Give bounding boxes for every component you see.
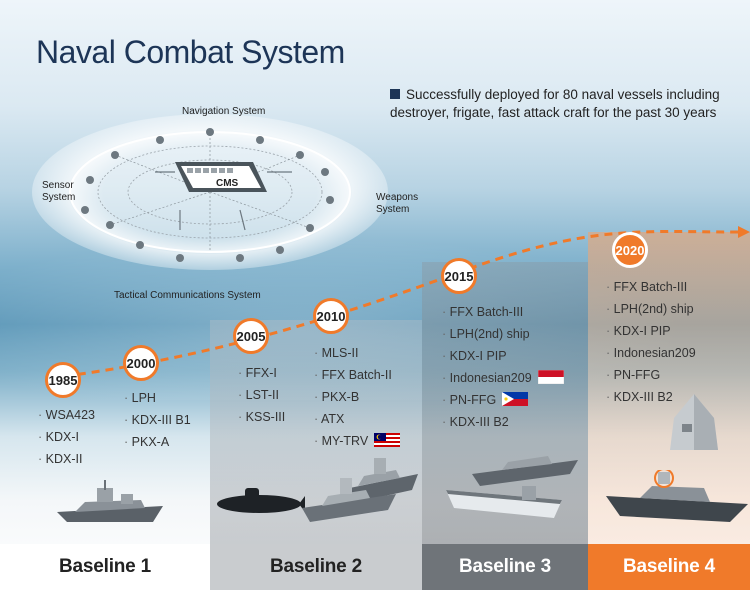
list-item: LPH <box>124 387 191 409</box>
tagline: Successfully deployed for 80 naval vesse… <box>390 86 740 122</box>
list-item: PN-FFG <box>442 389 564 411</box>
list-item: KDX-I <box>38 426 95 448</box>
list-item: PN-FFG <box>606 364 696 386</box>
navigation-system-label: Navigation System <box>182 106 266 117</box>
list-item: LST-II <box>238 384 285 406</box>
list-item: LPH(2nd) ship <box>606 298 696 320</box>
submarine-icon <box>217 488 305 513</box>
vessel-list-1985: WSA423 KDX-I KDX-II <box>38 404 95 470</box>
list-item: KDX-III B1 <box>124 409 191 431</box>
list-item: KSS-III <box>238 406 286 428</box>
list-item: FFX Batch-III <box>442 301 564 323</box>
list-item: KDX-I PIP <box>606 320 696 342</box>
list-item: Indonesian209 <box>606 342 696 364</box>
list-item: MY-TRV <box>314 430 401 452</box>
combat-system-ring: CMS <box>32 114 388 270</box>
list-item: KDX-III B2 <box>606 386 696 408</box>
list-item: MLS-II <box>314 342 400 364</box>
year-marker-2010: 2010 <box>313 298 349 334</box>
trend-arrow-icon <box>738 226 750 238</box>
list-item: PKX-B <box>314 386 400 408</box>
year-marker-1985: 1985 <box>45 362 81 398</box>
vessel-list-2000: LPH KDX-III B1 PKX-A <box>124 387 191 453</box>
landing-ship-icon <box>446 456 578 518</box>
list-item: LPH(2nd) ship <box>442 323 564 345</box>
vessel-list-2010: MLS-II FFX Batch-II PKX-B ATX MY-TRV <box>314 342 401 452</box>
philippines-flag-icon <box>502 392 529 406</box>
combat-system-diagram: CMS Navigation System Sensor System Weap… <box>30 100 430 310</box>
list-item: KDX-I PIP <box>442 345 564 367</box>
tactical-communications-label: Tactical Communications System <box>114 290 261 301</box>
year-marker-2020: 2020 <box>612 232 648 268</box>
indonesia-flag-icon <box>537 370 564 384</box>
tagline-text: Successfully deployed for 80 naval vesse… <box>390 87 720 120</box>
list-item: WSA423 <box>38 404 95 426</box>
year-marker-2000: 2000 <box>123 345 159 381</box>
vessel-list-2015: FFX Batch-III LPH(2nd) ship KDX-I PIP In… <box>442 301 564 433</box>
weapons-system-label: Weapons System <box>376 192 419 215</box>
sensor-system-label: Sensor System <box>42 180 76 203</box>
list-item: KDX-II <box>38 448 95 470</box>
destroyer-ship-icon <box>57 480 163 522</box>
vessel-list-2005: FFX-I LST-II KSS-III <box>238 362 286 428</box>
list-item: ATX <box>314 408 400 430</box>
list-item: KDX-III B2 <box>442 411 564 433</box>
year-marker-2015: 2015 <box>441 258 477 294</box>
baseline-2-label: Baseline 2 <box>210 544 422 590</box>
baseline-3-label: Baseline 3 <box>422 544 588 590</box>
future-destroyer-icon <box>606 470 748 522</box>
baseline-1-label: Baseline 1 <box>0 544 210 590</box>
page-title: Naval Combat System <box>36 34 345 70</box>
list-item: Indonesian209 <box>442 367 564 389</box>
cms-label: CMS <box>216 178 239 189</box>
list-item: PKX-A <box>124 431 191 453</box>
radar-mast-icon <box>670 394 718 450</box>
year-marker-2005: 2005 <box>233 318 269 354</box>
list-item: FFX Batch-III <box>606 276 696 298</box>
frigate-ships-icon <box>302 458 418 522</box>
list-item: FFX Batch-II <box>314 364 400 386</box>
bullet-square-icon <box>390 89 400 99</box>
list-item: FFX-I <box>238 362 285 384</box>
malaysia-flag-icon <box>374 433 401 447</box>
baseline-4-label: Baseline 4 <box>588 544 750 590</box>
vessel-list-2020: FFX Batch-III LPH(2nd) ship KDX-I PIP In… <box>606 276 696 408</box>
